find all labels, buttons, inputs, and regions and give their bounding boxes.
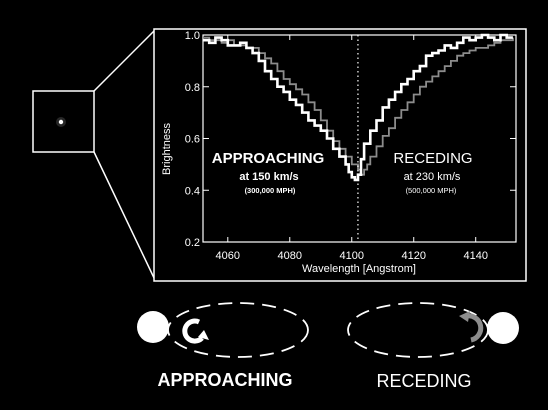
- y-tick-label: 0.6: [185, 134, 200, 146]
- star-receding: [487, 312, 519, 344]
- orbit-ellipse-receding: [347, 302, 489, 358]
- approaching-annotation-mph: (300,000 MPH): [245, 186, 296, 195]
- orbit-ellipse-approaching: [167, 302, 309, 358]
- receding-annotation-mph: (500,000 MPH): [406, 186, 457, 195]
- star-approaching: [137, 311, 169, 343]
- x-tick-label: 4140: [463, 250, 487, 262]
- zoom-line-top: [93, 29, 156, 92]
- thumbnail-frame: [32, 90, 95, 153]
- receding-label: RECEDING: [376, 371, 471, 391]
- spectrum-line-gray: [203, 36, 514, 176]
- y-tick-label: 0.2: [185, 237, 200, 249]
- approaching-annotation-title: APPROACHING: [212, 150, 325, 167]
- x-axis-label: Wavelength [Angstrom]: [302, 263, 416, 275]
- y-tick-label: 0.4: [185, 185, 200, 197]
- x-tick-label: 4120: [401, 250, 425, 262]
- y-tick-label: 1.0: [185, 30, 200, 42]
- x-tick-label: 4060: [216, 250, 240, 262]
- rotation-arrowhead-approaching-icon: [198, 330, 209, 340]
- approaching-label: APPROACHING: [157, 370, 292, 390]
- receding-annotation-speed: at 230 km/s: [404, 171, 461, 183]
- approaching-annotation-speed: at 150 km/s: [239, 171, 298, 183]
- star-dot: [58, 119, 64, 125]
- rotation-arrow-receding-icon: [465, 313, 484, 343]
- zoom-line-bottom: [93, 151, 156, 281]
- rotation-arrow-approaching-icon: [182, 318, 204, 344]
- receding-annotation-title: RECEDING: [393, 150, 472, 167]
- rotation-arrowhead-receding-icon: [459, 311, 470, 322]
- plot-area: [202, 34, 517, 243]
- y-tick-label: 0.8: [185, 82, 200, 94]
- axis-ticks: 4060 4080 4100 4120 4140 0.2 0.4 0.6 0.8 1.0: [185, 30, 516, 262]
- star-glow: [56, 117, 66, 127]
- y-axis-label: Brightness: [161, 123, 173, 175]
- x-tick-label: 4080: [278, 250, 302, 262]
- x-tick-label: 4100: [340, 250, 364, 262]
